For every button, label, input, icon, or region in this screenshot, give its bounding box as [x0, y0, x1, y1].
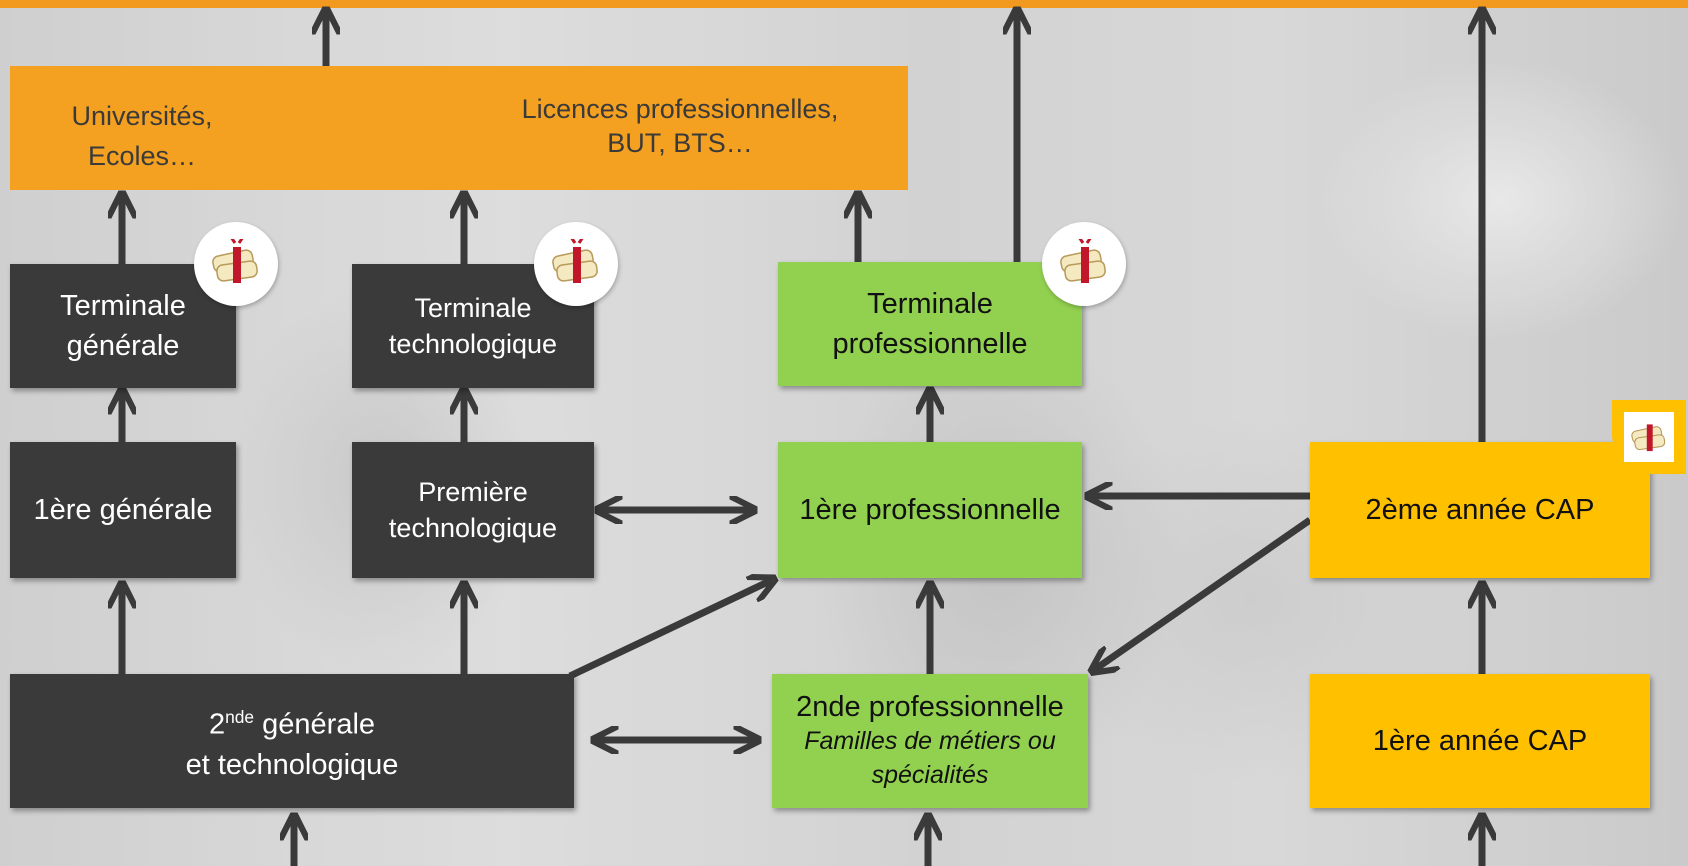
diploma-icon-frame	[1624, 412, 1674, 462]
universities-text: Universités,	[71, 101, 213, 131]
seconde-pro-line3: spécialités	[871, 761, 989, 789]
seconde-gt-suffix: générale	[254, 708, 376, 741]
terminale-generale-line2: générale	[66, 330, 180, 362]
terminale-generale-box: Terminale générale	[10, 264, 236, 388]
cap-year2-box: 2ème année CAP	[1310, 442, 1650, 578]
licences-label: Licences professionnelles, BUT, BTS…	[500, 92, 860, 160]
premiere-pro-box: 1ère professionnelle	[778, 442, 1082, 578]
seconde-gt-line2: et technologique	[185, 748, 399, 781]
terminale-techno-line2: technologique	[388, 329, 558, 359]
seconde-gt-box: 2nde générale et technologique	[10, 674, 574, 808]
diploma-icon	[1042, 222, 1126, 306]
premiere-techno-line2: technologique	[388, 513, 558, 543]
cap-year1-box: 1ère année CAP	[1310, 674, 1650, 808]
diploma-icon	[534, 222, 618, 306]
cap-year1-label: 1ère année CAP	[1372, 724, 1588, 757]
premiere-generale-box: 1ère générale	[10, 442, 236, 578]
arrow-cap2-to-2p	[1094, 517, 1312, 670]
premiere-pro-label: 1ère professionnelle	[799, 493, 1061, 526]
diploma-icon	[1612, 400, 1686, 474]
universities-label: Universités, Ecoles…	[52, 96, 232, 176]
schools-text: Ecoles…	[87, 141, 197, 171]
seconde-pro-line1: 2nde professionnelle	[796, 691, 1064, 723]
terminale-generale-line1: Terminale	[60, 290, 186, 322]
premiere-generale-label: 1ère générale	[33, 493, 213, 526]
terminale-techno-line1: Terminale	[414, 293, 532, 323]
premiere-techno-box: Première technologique	[352, 442, 594, 578]
top-accent-bar	[0, 0, 1688, 8]
terminale-pro-line2: professionnelle	[832, 328, 1028, 360]
seconde-pro-line2: Familles de métiers ou	[804, 727, 1056, 755]
cap-year2-label: 2ème année CAP	[1365, 493, 1595, 526]
seconde-gt-line1: 2nde générale	[209, 697, 375, 745]
arrow-2gt-to-1p	[568, 580, 772, 680]
terminale-pro-box: Terminale professionnelle	[778, 262, 1082, 386]
licences-text: Licences professionnelles,	[521, 94, 839, 124]
diploma-icon	[194, 222, 278, 306]
seconde-gt-prefix: 2	[208, 708, 226, 741]
higher-education-box: Universités, Ecoles… Licences profession…	[10, 66, 908, 190]
seconde-pro-box: 2nde professionnelle Familles de métiers…	[772, 674, 1088, 808]
terminale-pro-line1: Terminale	[867, 288, 993, 320]
but-bts-text: BUT, BTS…	[607, 128, 753, 158]
premiere-techno-line1: Première	[418, 477, 528, 507]
seconde-gt-sup: nde	[225, 707, 255, 728]
